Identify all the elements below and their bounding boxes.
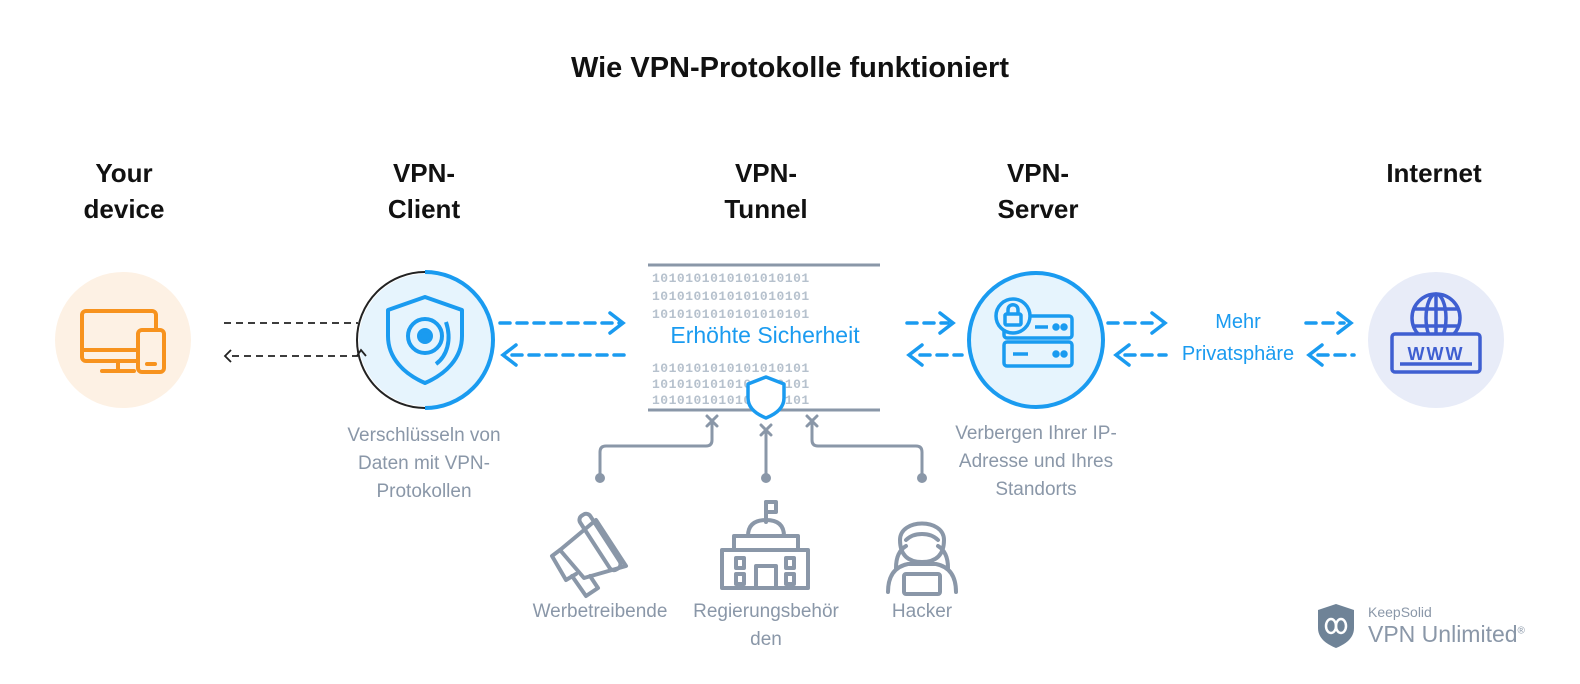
heading-line: VPN- bbox=[392, 158, 456, 188]
privacy-internet-arrows bbox=[1304, 311, 1356, 367]
desc-line: Verschlüsseln von bbox=[347, 425, 501, 446]
brand-registered-mark: ® bbox=[1517, 625, 1525, 637]
heading-your-device: Your device bbox=[14, 155, 234, 227]
tunnel-server-arrows bbox=[905, 311, 964, 367]
hacker-icon bbox=[886, 521, 958, 596]
vpn-tunnel: 1010101010101010101 1010101010101010101 … bbox=[648, 263, 880, 420]
binary-row: 1010101010101010101 bbox=[652, 377, 810, 392]
brand-product-name: VPN Unlimited bbox=[1368, 621, 1518, 647]
device-icon bbox=[80, 309, 166, 374]
privacy-line: Mehr bbox=[1215, 311, 1261, 333]
page-title: Wie VPN-Protokolle funktioniert bbox=[571, 52, 1009, 84]
megaphone-icon bbox=[550, 511, 628, 598]
advertisers-label: Werbetreibende bbox=[532, 601, 668, 622]
privacy-label: Mehr Privatsphäre bbox=[1170, 306, 1306, 370]
heading-line: Client bbox=[387, 194, 461, 224]
client-description: Verschlüsseln von Daten mit VPN- Protoko… bbox=[324, 422, 524, 506]
server-privacy-arrows bbox=[1106, 311, 1168, 367]
heading-line: Server bbox=[997, 194, 1079, 224]
threat-connectors bbox=[595, 414, 927, 483]
device-circle bbox=[55, 272, 191, 408]
heading-vpn-tunnel: VPN- Tunnel bbox=[656, 155, 876, 227]
binary-row: 1010101010101010101 bbox=[652, 307, 810, 322]
client-orbit-right bbox=[424, 270, 495, 410]
binary-row: 1010101010101010101 bbox=[652, 271, 810, 286]
binary-row: 1010101010101010101 bbox=[652, 393, 810, 408]
heading-internet: Internet bbox=[1324, 155, 1544, 191]
binary-row: 1010101010101010101 bbox=[652, 361, 810, 376]
server-description: Verbergen Ihrer IP- Adresse und Ihres St… bbox=[936, 420, 1136, 504]
heading-line: Tunnel bbox=[724, 194, 808, 224]
desc-line: Daten mit VPN- bbox=[358, 453, 490, 474]
heading-vpn-client: VPN- Client bbox=[314, 155, 534, 227]
keepsolid-logo-icon bbox=[1318, 604, 1354, 648]
client-tunnel-arrows bbox=[498, 311, 630, 367]
brand-product: VPN Unlimited® bbox=[1368, 621, 1525, 648]
brand-company: KeepSolid bbox=[1368, 604, 1432, 620]
heading-line: VPN- bbox=[734, 158, 798, 188]
government-label: Regierungsbehör den bbox=[686, 598, 846, 654]
device-client-arrows bbox=[223, 322, 358, 363]
www-label: WWW bbox=[1408, 344, 1465, 364]
shield-eye-icon bbox=[386, 295, 464, 385]
desc-line: Standorts bbox=[995, 479, 1077, 500]
privacy-line: Privatsphäre bbox=[1181, 343, 1295, 365]
server-circle bbox=[967, 271, 1105, 409]
client-orbit-left bbox=[356, 271, 426, 409]
heading-line: VPN- bbox=[1006, 158, 1070, 188]
globe-www-icon bbox=[1390, 292, 1482, 374]
hacker-label: Hacker bbox=[891, 601, 953, 622]
desc-line: Adresse und Ihres bbox=[958, 451, 1114, 472]
government-building-icon bbox=[720, 500, 810, 590]
heading-line: device bbox=[83, 194, 165, 224]
heading-line: Your bbox=[95, 158, 153, 188]
client-orbit-arrowhead bbox=[356, 348, 367, 357]
government-label-line: Regierungsbehör bbox=[693, 601, 839, 622]
tunnel-shield-icon bbox=[746, 375, 786, 420]
heading-vpn-server: VPN- Server bbox=[928, 155, 1148, 227]
heading-line: Internet bbox=[1386, 158, 1482, 188]
tunnel-label: Erhöhte Sicherheit bbox=[640, 320, 890, 351]
desc-line: Protokollen bbox=[376, 481, 472, 502]
server-lock-icon bbox=[994, 297, 1074, 368]
government-label-line: den bbox=[750, 629, 782, 650]
binary-row: 1010101010101010101 bbox=[652, 289, 810, 304]
desc-line: Verbergen Ihrer IP- bbox=[955, 423, 1117, 444]
